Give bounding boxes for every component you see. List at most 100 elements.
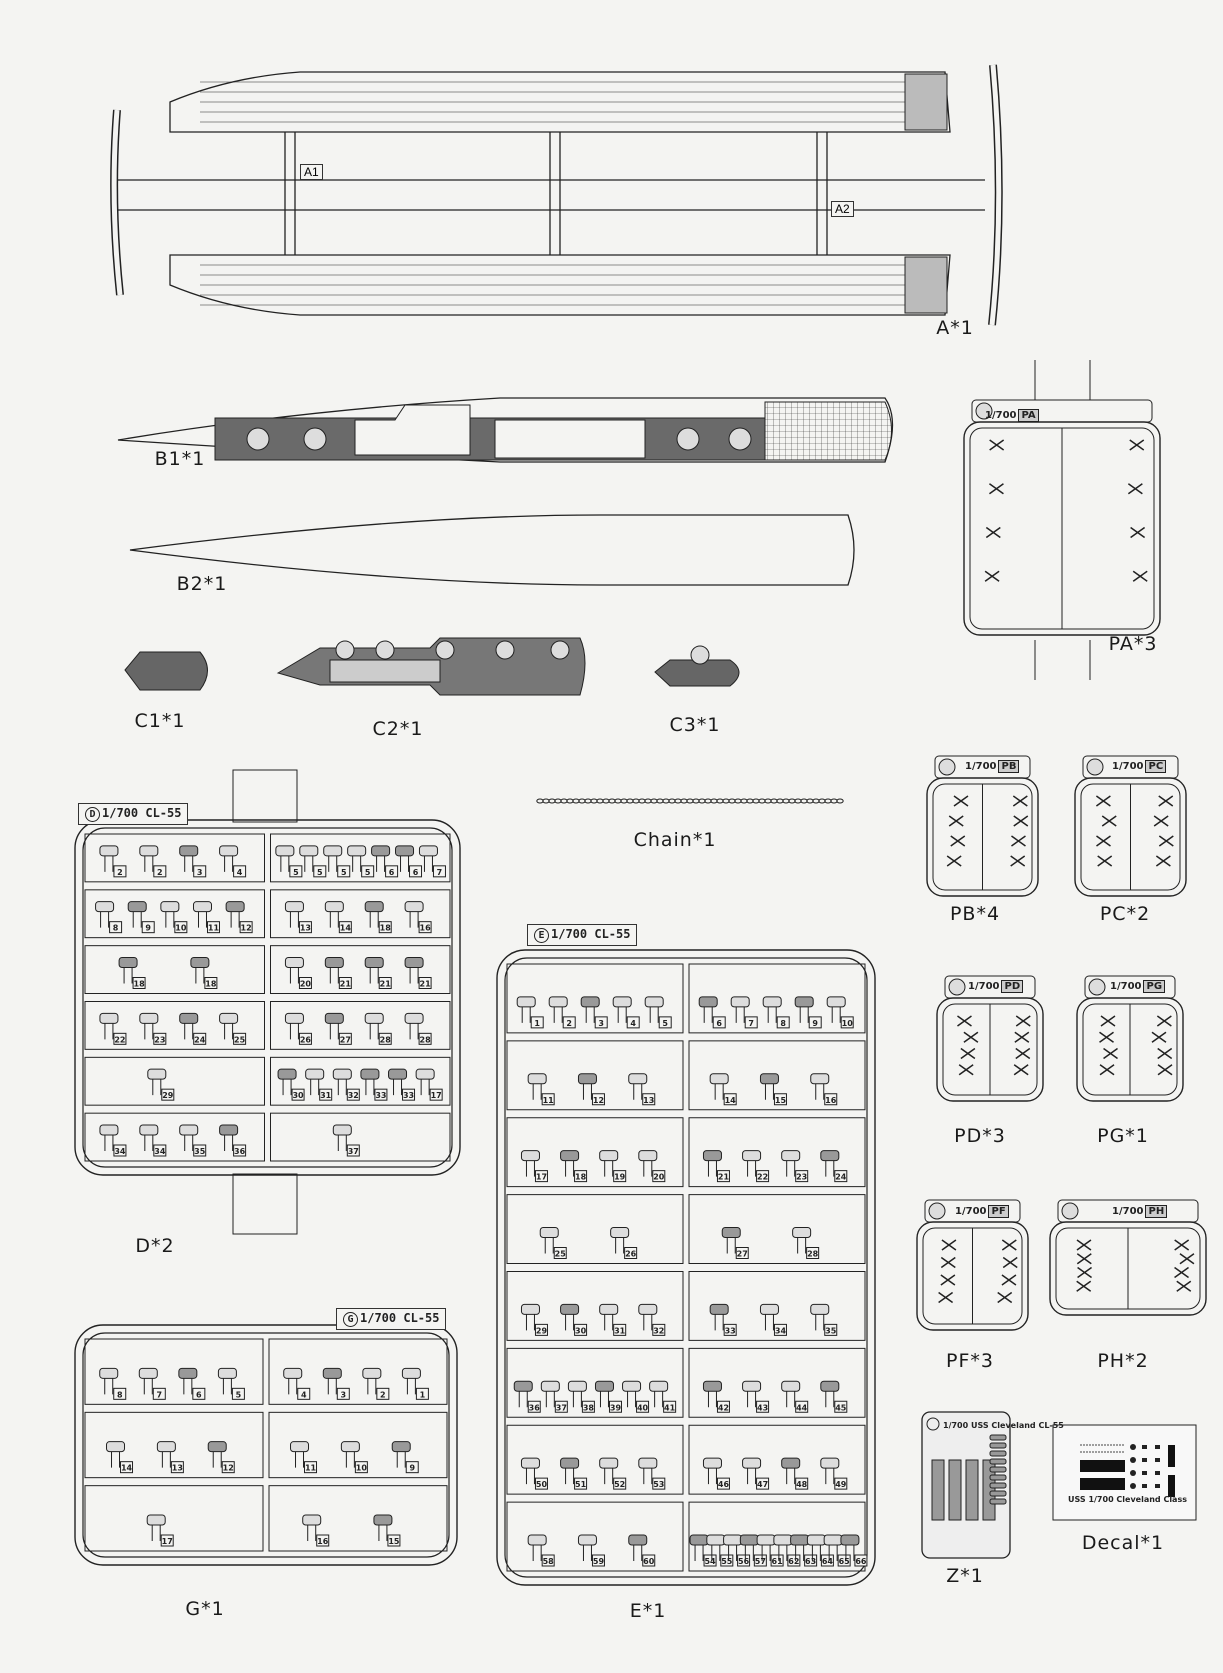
part-gate	[328, 1378, 336, 1394]
part-number: 14	[725, 1096, 737, 1105]
pe-part	[1096, 836, 1110, 846]
part-gate	[231, 912, 239, 928]
part-gate	[311, 1079, 319, 1095]
part-gate	[283, 1079, 291, 1095]
part	[208, 1442, 226, 1452]
part	[600, 1304, 618, 1314]
part	[650, 1381, 668, 1391]
decal-marker	[1130, 1444, 1136, 1450]
part-gate	[185, 1023, 193, 1039]
part-number: 38	[583, 1403, 595, 1412]
part	[760, 1304, 778, 1314]
pe-part	[1158, 1049, 1172, 1059]
part-number: 13	[300, 924, 311, 933]
brand-logo	[1087, 759, 1103, 775]
part-number: 2	[566, 1019, 572, 1028]
turret-ring	[496, 641, 514, 659]
part	[405, 902, 423, 912]
part	[549, 997, 567, 1007]
pe-header-pd: 1/700PD	[968, 980, 1023, 993]
part-gate	[522, 1007, 530, 1023]
pe-part	[1002, 1275, 1016, 1285]
part	[623, 1381, 641, 1391]
part	[763, 997, 781, 1007]
part-number: 26	[300, 1035, 312, 1044]
part-gate	[727, 1238, 735, 1254]
part-gate	[353, 856, 361, 872]
chain-link	[819, 799, 825, 803]
part	[824, 1535, 842, 1545]
chain-link	[741, 799, 747, 803]
part-gate	[225, 1135, 233, 1151]
decal-item	[1142, 1471, 1147, 1475]
part	[226, 902, 244, 912]
chain-link	[795, 799, 801, 803]
part	[600, 1151, 618, 1161]
chain-link	[765, 799, 771, 803]
chain-link	[699, 799, 705, 803]
turret-ring	[551, 641, 569, 659]
part-number: 24	[835, 1173, 847, 1182]
decal-item	[1142, 1445, 1147, 1449]
brand-logo	[939, 759, 955, 775]
part	[811, 1304, 829, 1314]
part	[100, 1368, 118, 1378]
part-gate	[305, 856, 313, 872]
part-c2-deck	[330, 660, 440, 682]
part	[821, 1381, 839, 1391]
part-number: 30	[575, 1326, 587, 1335]
part	[774, 1535, 792, 1545]
label-pc: PC*2	[1100, 903, 1150, 925]
pe-part	[1100, 1065, 1114, 1075]
part	[180, 1125, 198, 1135]
part-number: 66	[855, 1557, 867, 1566]
part	[306, 1069, 324, 1079]
part	[578, 1535, 596, 1545]
part	[333, 1125, 351, 1135]
part-number: 50	[536, 1480, 548, 1489]
part-number: 25	[555, 1250, 567, 1259]
pe-part	[941, 1275, 955, 1285]
part	[361, 1069, 379, 1079]
chain-link	[675, 799, 681, 803]
part-number: 32	[348, 1091, 359, 1100]
pe-part	[1100, 1032, 1114, 1042]
part-number: 14	[340, 924, 352, 933]
brand-logo	[949, 979, 965, 995]
part	[561, 1151, 579, 1161]
part	[128, 902, 146, 912]
chain-link	[597, 799, 603, 803]
part	[782, 1458, 800, 1468]
part-gate	[526, 1314, 534, 1330]
label-pa: PA*3	[1109, 633, 1158, 655]
part-gate	[566, 1161, 574, 1177]
label-chain: Chain*1	[634, 829, 717, 851]
label-ph: PH*2	[1097, 1350, 1148, 1372]
part	[147, 1515, 165, 1525]
sprue-header-text: 1/700 CL-55	[551, 927, 630, 941]
part-gate	[832, 1007, 840, 1023]
part-number: 6	[716, 1019, 722, 1028]
chain-link	[603, 799, 609, 803]
part-number: 57	[755, 1557, 766, 1566]
part-number: 27	[737, 1250, 748, 1259]
pe-ladder	[949, 1460, 961, 1520]
part	[568, 1381, 586, 1391]
part-gate	[583, 1545, 591, 1561]
pe-part	[1014, 1065, 1028, 1075]
part	[639, 1458, 657, 1468]
part	[300, 846, 318, 856]
decal-hull-stripe	[1080, 1460, 1125, 1472]
hull-tag-a2: A2	[831, 201, 854, 217]
part-gate	[618, 1007, 626, 1023]
part-gate	[105, 1378, 113, 1394]
pe-scale: 1/700	[1112, 1206, 1143, 1217]
part	[419, 846, 437, 856]
part-number: 6	[389, 868, 395, 877]
pe-part	[1015, 1032, 1029, 1042]
sprue-cell	[507, 1195, 683, 1264]
part-number: 43	[757, 1403, 768, 1412]
part	[793, 1228, 811, 1238]
part-gate	[600, 1391, 608, 1407]
part	[180, 846, 198, 856]
